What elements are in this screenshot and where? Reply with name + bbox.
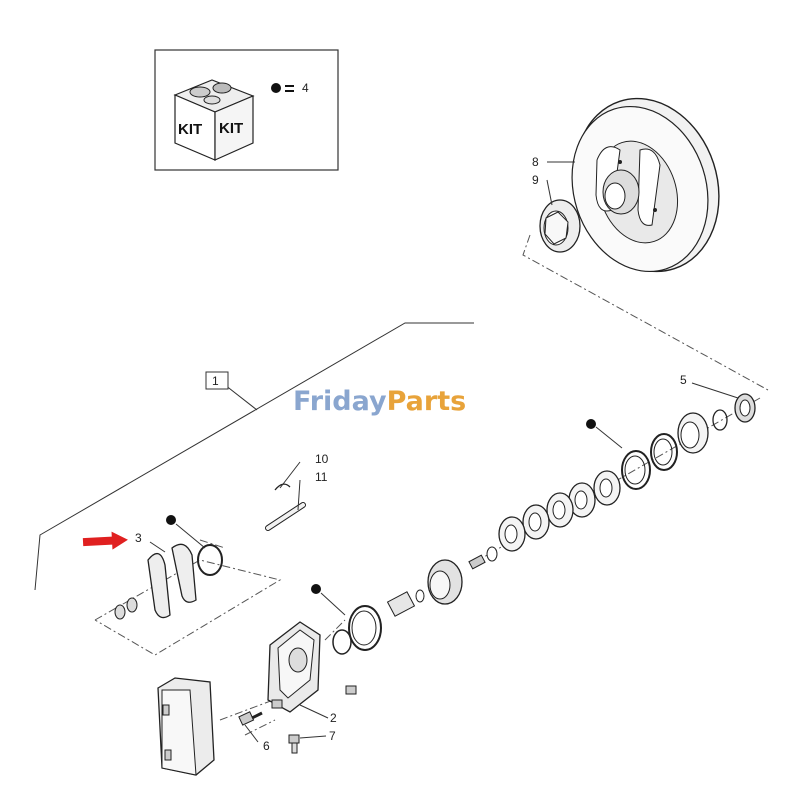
kit-bullet-icon	[311, 584, 321, 594]
callout-8: 8	[532, 155, 539, 169]
callout-2: 2	[330, 711, 337, 725]
seal-rings	[332, 605, 382, 655]
watermark-word-a: Friday	[293, 386, 387, 417]
bolt-part-7	[288, 734, 300, 754]
callout-10: 10	[315, 452, 329, 466]
callout-box-1	[205, 371, 229, 390]
callout-11: 11	[315, 470, 328, 484]
caliper-housing	[267, 621, 357, 713]
assembly-outline	[34, 322, 474, 591]
equals-icon	[285, 85, 294, 87]
centerline-pulley	[522, 234, 769, 391]
callout-1: 1	[212, 374, 219, 388]
kit-box-label-right: KIT	[219, 120, 243, 137]
shaft-ring-set	[468, 409, 728, 570]
kit-bullet-icon	[271, 83, 281, 93]
callout-7: 7	[329, 729, 336, 743]
svg-text:FridayParts: FridayParts	[293, 386, 466, 417]
piston-part	[386, 559, 463, 617]
callout-9: 9	[532, 173, 539, 187]
kit-legend-value: 4	[302, 81, 309, 95]
kit-box-icon: KIT KIT	[173, 79, 255, 161]
guard-cover	[157, 677, 215, 776]
pulley-part	[571, 97, 720, 273]
callout-3: 3	[135, 531, 142, 545]
brake-shoes	[114, 543, 223, 620]
kit-legend: KIT KIT 4	[154, 49, 339, 171]
kit-bullet-icon	[166, 515, 176, 525]
highlight-arrow-icon	[82, 531, 128, 550]
bearing-part	[734, 393, 756, 423]
callout-5: 5	[680, 373, 687, 387]
pin-part	[265, 483, 306, 531]
kit-box-label-left: KIT	[178, 121, 202, 138]
watermark-logo: FridayParts	[293, 386, 466, 417]
hub-part	[539, 199, 581, 253]
kit-bullet-icon	[586, 419, 596, 429]
watermark-word-b: Parts	[387, 386, 467, 417]
callout-6: 6	[263, 739, 270, 753]
bolt-part-6	[238, 711, 263, 726]
